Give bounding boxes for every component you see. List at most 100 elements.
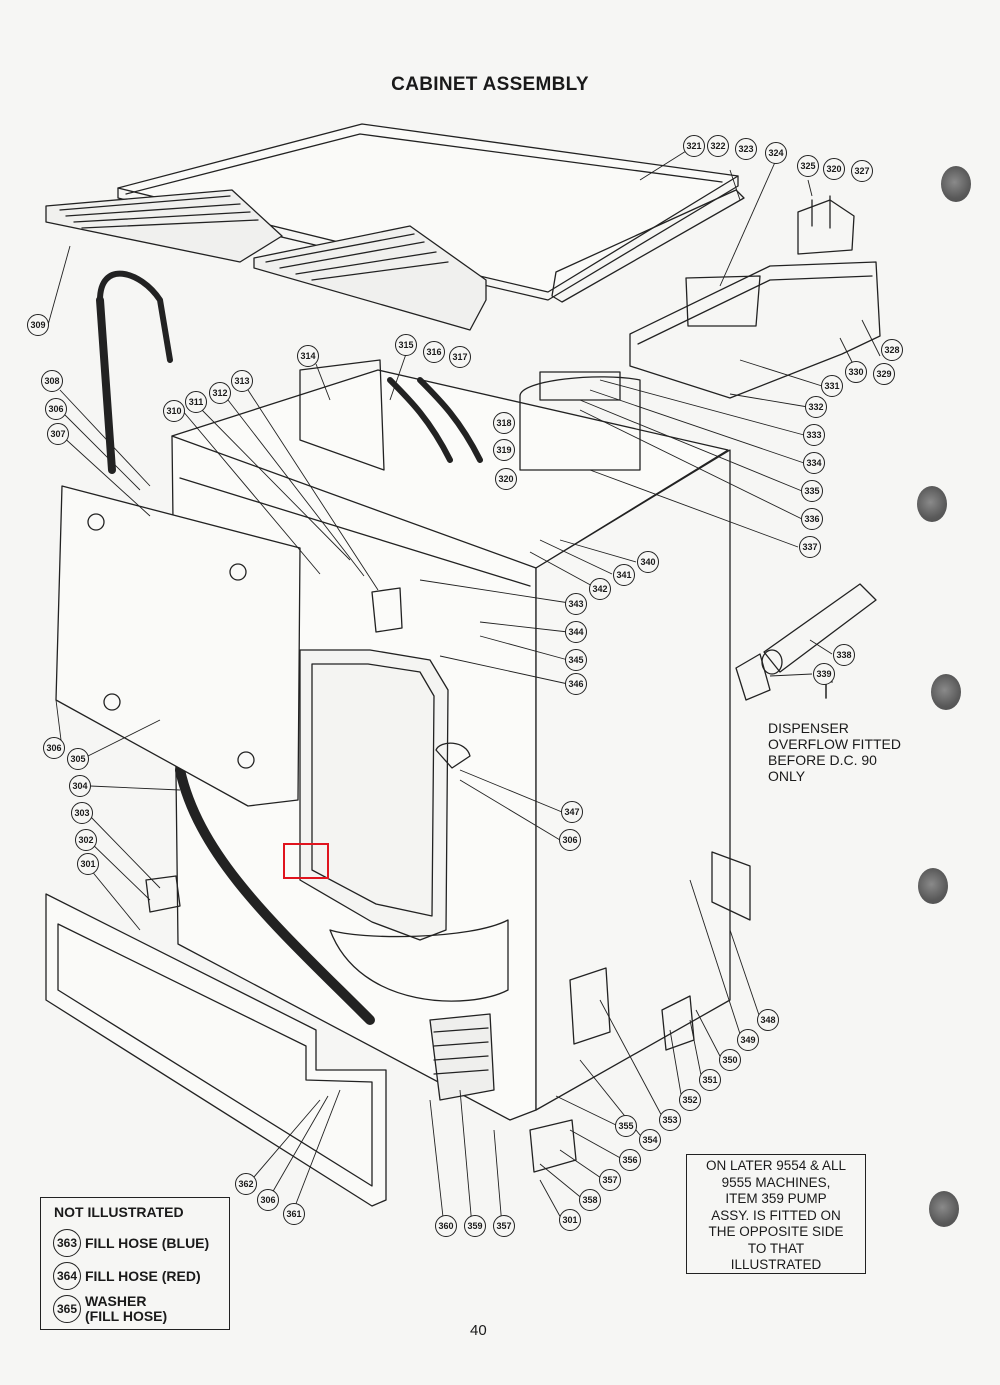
- callout-338: 338: [833, 644, 855, 666]
- note-line: ONLY: [768, 768, 806, 784]
- page-title: CABINET ASSEMBLY: [391, 74, 589, 95]
- callout-306-a: 306: [45, 398, 67, 420]
- legend-number: 364: [53, 1262, 81, 1290]
- callout-341: 341: [613, 564, 635, 586]
- callout-301-b: 301: [559, 1209, 581, 1231]
- callout-346: 346: [565, 673, 587, 695]
- legend-item: 364 FILL HOSE (RED): [53, 1262, 201, 1290]
- punch-hole: [918, 868, 948, 904]
- callout-316: 316: [423, 341, 445, 363]
- legend-title: NOT ILLUSTRATED: [54, 1204, 184, 1220]
- note-line: ASSY. IS FITTED ON: [711, 1207, 841, 1223]
- callout-320-top: 320: [823, 158, 845, 180]
- callout-334: 334: [803, 452, 825, 474]
- callout-339: 339: [813, 663, 835, 685]
- callout-360: 360: [435, 1215, 457, 1237]
- pump-position-note: ON LATER 9554 & ALL 9555 MACHINES, ITEM …: [686, 1154, 866, 1274]
- callout-358: 358: [579, 1189, 601, 1211]
- legend-item: 363 FILL HOSE (BLUE): [53, 1229, 209, 1257]
- callout-319: 319: [493, 439, 515, 461]
- legend-label: FILL HOSE (RED): [85, 1267, 201, 1284]
- callout-307: 307: [47, 423, 69, 445]
- callout-304: 304: [69, 775, 91, 797]
- callout-317: 317: [449, 346, 471, 368]
- callout-318: 318: [493, 412, 515, 434]
- callout-312: 312: [209, 382, 231, 404]
- callout-308: 308: [41, 370, 63, 392]
- callout-355: 355: [615, 1115, 637, 1137]
- callout-337: 337: [799, 536, 821, 558]
- callout-336: 336: [801, 508, 823, 530]
- callout-331: 331: [821, 375, 843, 397]
- punch-hole: [941, 166, 971, 202]
- callout-357-a: 357: [599, 1169, 621, 1191]
- callout-344: 344: [565, 621, 587, 643]
- callout-335: 335: [801, 480, 823, 502]
- callout-310: 310: [163, 400, 185, 422]
- callout-305: 305: [67, 748, 89, 770]
- callout-333: 333: [803, 424, 825, 446]
- callout-320: 320: [495, 468, 517, 490]
- callout-327: 327: [851, 160, 873, 182]
- callout-356: 356: [619, 1149, 641, 1171]
- not-illustrated-legend: NOT ILLUSTRATED 363 FILL HOSE (BLUE) 364…: [40, 1197, 230, 1330]
- callout-302: 302: [75, 829, 97, 851]
- note-line: ILLUSTRATED: [730, 1257, 822, 1272]
- callout-311: 311: [185, 391, 207, 413]
- note-line: THE OPPOSITE SIDE: [708, 1224, 844, 1239]
- legend-label-block: WASHER (FILL HOSE): [85, 1294, 167, 1324]
- callout-321: 321: [683, 135, 705, 157]
- callout-325: 325: [797, 155, 819, 177]
- callout-328: 328: [881, 339, 903, 361]
- callout-352: 352: [679, 1089, 701, 1111]
- callout-306-b: 306: [43, 737, 65, 759]
- callout-314: 314: [297, 345, 319, 367]
- callout-306-c: 306: [559, 829, 581, 851]
- callout-357-b: 357: [493, 1215, 515, 1237]
- legend-number: 363: [53, 1229, 81, 1257]
- callout-332: 332: [805, 396, 827, 418]
- punch-hole: [929, 1191, 959, 1227]
- callout-306-d: 306: [257, 1189, 279, 1211]
- note-line: ON LATER 9554 & ALL: [705, 1158, 847, 1173]
- callout-303: 303: [71, 802, 93, 824]
- callout-343: 343: [565, 593, 587, 615]
- callout-345: 345: [565, 649, 587, 671]
- legend-label: WASHER: [85, 1293, 147, 1309]
- callout-315: 315: [395, 334, 417, 356]
- callout-349: 349: [737, 1029, 759, 1051]
- legend-item: 365 WASHER (FILL HOSE): [53, 1294, 167, 1324]
- callout-324: 324: [765, 142, 787, 164]
- dispenser-overflow-note: DISPENSER OVERFLOW FITTED BEFORE D.C. 90…: [768, 720, 901, 784]
- callout-350: 350: [719, 1049, 741, 1071]
- callout-340: 340: [637, 551, 659, 573]
- callout-362: 362: [235, 1173, 257, 1195]
- highlight-box: [283, 843, 329, 879]
- callout-353: 353: [659, 1109, 681, 1131]
- callout-342: 342: [589, 578, 611, 600]
- callout-347: 347: [561, 801, 583, 823]
- note-line: DISPENSER: [768, 720, 849, 736]
- callout-323: 323: [735, 138, 757, 160]
- callout-351: 351: [699, 1069, 721, 1091]
- callout-329: 329: [873, 363, 895, 385]
- callout-301-a: 301: [77, 853, 99, 875]
- callout-359: 359: [464, 1215, 486, 1237]
- note-line: 9555 MACHINES,: [721, 1174, 831, 1190]
- legend-label: (FILL HOSE): [85, 1308, 168, 1324]
- callout-348: 348: [757, 1009, 779, 1031]
- note-line: BEFORE D.C. 90: [768, 752, 877, 768]
- note-line: OVERFLOW FITTED: [768, 736, 901, 752]
- callout-313: 313: [231, 370, 253, 392]
- callout-330: 330: [845, 361, 867, 383]
- callout-361: 361: [283, 1203, 305, 1225]
- page-number: 40: [470, 1322, 487, 1339]
- punch-hole: [931, 674, 961, 710]
- callout-354: 354: [639, 1129, 661, 1151]
- note-line: ITEM 359 PUMP: [725, 1191, 827, 1206]
- callout-309: 309: [27, 314, 49, 336]
- note-line: TO THAT: [747, 1240, 805, 1256]
- legend-label: FILL HOSE (BLUE): [85, 1234, 210, 1251]
